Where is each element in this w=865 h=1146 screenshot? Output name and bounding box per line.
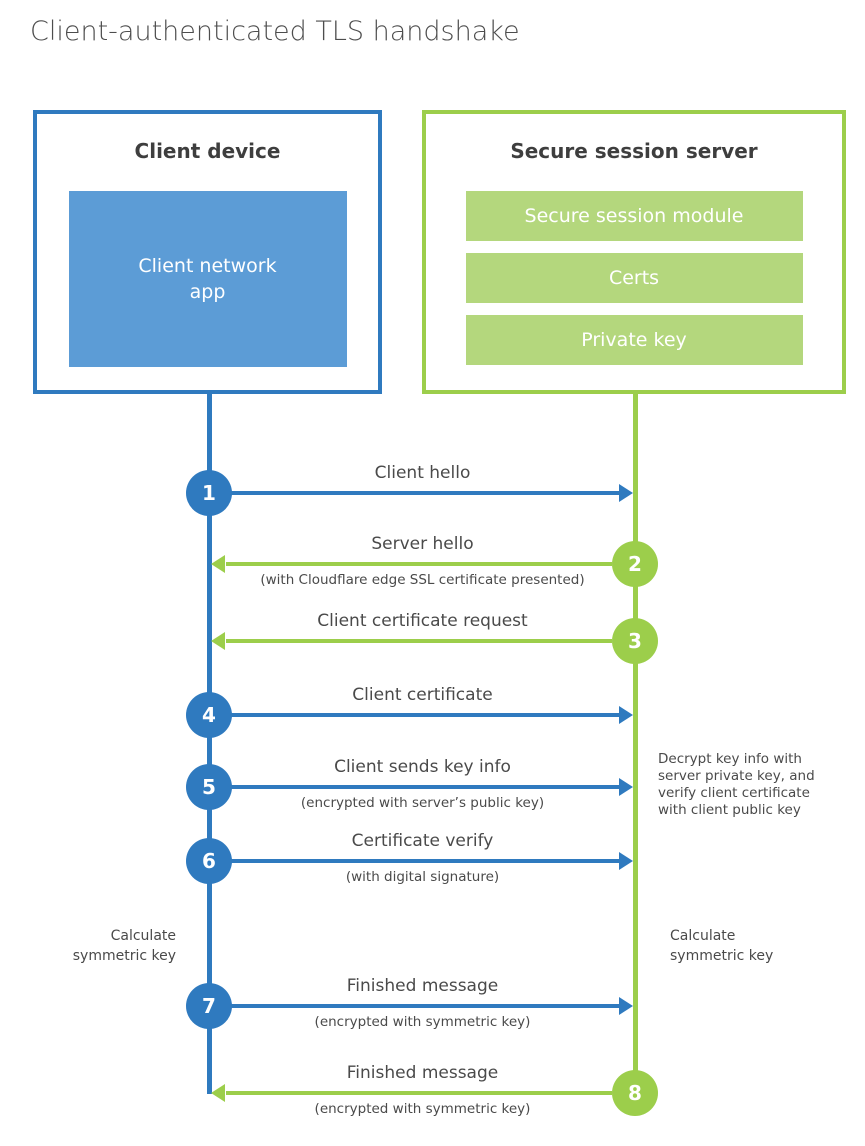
step-6-circle: 6	[186, 838, 232, 884]
step-7-arrow	[230, 1004, 619, 1008]
step-6-arrowhead	[619, 852, 633, 870]
client-network-app-box: Client network app	[68, 191, 347, 367]
step-2-arrow	[226, 562, 612, 566]
step-4-label: Client certificate	[352, 685, 493, 705]
step-7-sublabel: (encrypted with symmetric key)	[314, 1014, 531, 1030]
step-7-arrowhead	[619, 997, 633, 1015]
secure-session-server-title: Secure session server	[510, 139, 758, 163]
step-1-circle: 1	[186, 470, 232, 516]
calculate-symmetric-key-server-note: Calculate symmetric key	[670, 928, 774, 964]
step-8-arrowhead	[211, 1084, 225, 1102]
step-5-sublabel: (encrypted with server’s public key)	[300, 795, 545, 811]
page-title: Client-authenticated TLS handshake	[30, 16, 520, 47]
certs-bar: Certs	[465, 253, 803, 303]
step-2-label: Server hello	[371, 534, 474, 554]
client-device-box: Client device Client network app	[33, 110, 382, 394]
step-8-circle: 8	[612, 1070, 658, 1116]
secure-session-server-box: Secure session server Secure session mod…	[422, 110, 846, 394]
step-7-circle: 7	[186, 983, 232, 1029]
step-3-circle: 3	[612, 618, 658, 664]
certs-label: Certs	[608, 267, 660, 289]
step-1-arrow	[230, 491, 619, 495]
step-6-label: Certificate verify	[351, 831, 494, 851]
step-4-arrowhead	[619, 706, 633, 724]
step-6-sublabel: (with digital signature)	[345, 869, 500, 885]
client-network-app-label: Client network app	[138, 255, 277, 303]
step-5-arrowhead	[619, 778, 633, 796]
step-2-circle: 2	[612, 541, 658, 587]
step-4-arrow	[230, 713, 619, 717]
client-lifeline	[207, 394, 212, 1094]
step-2-arrowhead	[211, 555, 225, 573]
step-5-circle: 5	[186, 764, 232, 810]
step-7-label: Finished message	[346, 976, 499, 996]
step-8-arrow	[226, 1091, 612, 1095]
step-4-circle: 4	[186, 692, 232, 738]
client-device-title: Client device	[134, 139, 281, 163]
step-5-label: Client sends key info	[334, 757, 511, 777]
secure-session-module-label: Secure session module	[524, 205, 744, 227]
secure-session-module-bar: Secure session module	[465, 191, 803, 241]
step-6-arrow	[230, 859, 619, 863]
step-1-label: Client hello	[374, 463, 471, 483]
step-1-arrowhead	[619, 484, 633, 502]
step-8-sublabel: (encrypted with symmetric key)	[314, 1101, 531, 1117]
step-3-label: Client certificate request	[317, 611, 528, 631]
step-3-arrowhead	[211, 632, 225, 650]
private-key-bar: Private key	[465, 315, 803, 365]
calculate-symmetric-key-client-note: Calculate symmetric key	[72, 928, 176, 964]
step-2-sublabel: (with Cloudflare edge SSL certificate pr…	[260, 572, 585, 588]
step-8-label: Finished message	[346, 1063, 499, 1083]
server-lifeline	[633, 394, 638, 1093]
step-3-arrow	[226, 639, 612, 643]
private-key-label: Private key	[581, 329, 687, 351]
step-5-arrow	[230, 785, 619, 789]
decrypt-key-info-note: Decrypt key info with server private key…	[658, 751, 815, 818]
